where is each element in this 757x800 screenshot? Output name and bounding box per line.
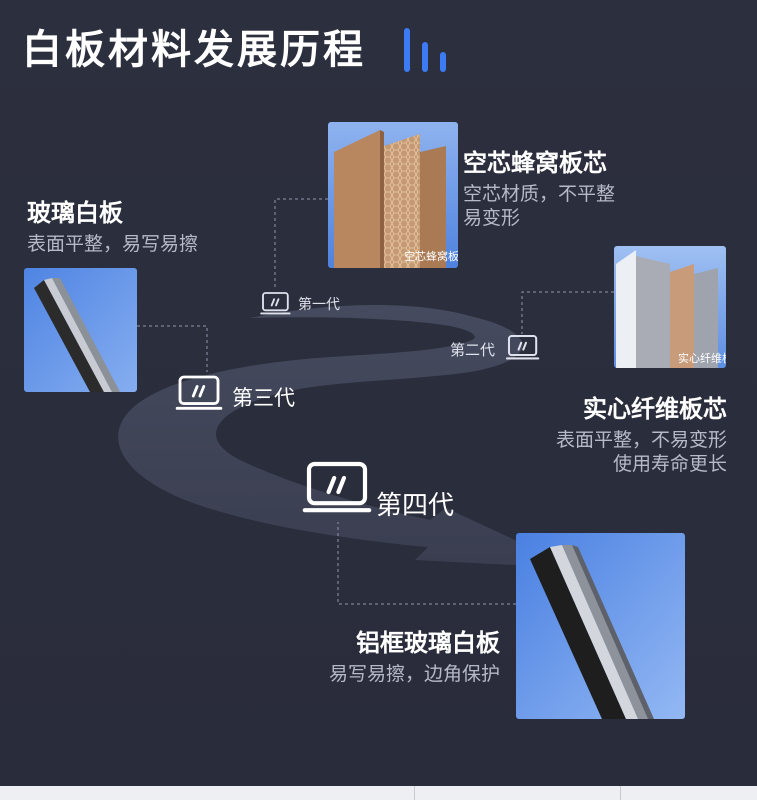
first-gen-desc-1: 空芯材质，不平整 xyxy=(463,183,616,205)
whiteboard-icon xyxy=(260,292,291,315)
honeycomb-board-image: 空芯蜂窝板 xyxy=(328,122,458,268)
bottom-strip xyxy=(0,786,757,800)
fiber-board-caption: 实心纤维板 xyxy=(678,352,726,365)
page-title: 白板材料发展历程 xyxy=(22,27,366,73)
whiteboard-icon xyxy=(175,375,223,410)
second-gen-title: 实心纤维板芯 xyxy=(583,395,727,423)
whiteboard-icon xyxy=(302,461,372,513)
second-gen-desc-2: 使用寿命更长 xyxy=(612,453,727,475)
second-gen-desc-1: 表面平整，不易变形 xyxy=(555,429,727,451)
first-gen-desc-2: 易变形 xyxy=(463,207,521,229)
gen-tag-third: 第三代 xyxy=(232,386,295,410)
glass-board-image xyxy=(24,268,137,392)
fourth-gen-title: 铝框玻璃白板 xyxy=(356,629,500,657)
honeycomb-board-caption: 空芯蜂窝板 xyxy=(404,250,458,263)
connector-lines xyxy=(137,198,614,605)
aluminum-glass-board-image xyxy=(516,533,685,719)
whiteboard-icon xyxy=(505,334,540,360)
third-gen-title: 玻璃白板 xyxy=(27,199,123,227)
gen-tag-second: 第二代 xyxy=(450,341,496,359)
first-gen-title: 空芯蜂窝板芯 xyxy=(463,149,607,177)
fiber-board-image: 实心纤维板 xyxy=(614,246,726,368)
third-gen-desc-1: 表面平整，易写易擦 xyxy=(27,233,199,255)
timeline-arrow xyxy=(118,305,575,568)
fourth-gen-desc-1: 易写易擦，边角保护 xyxy=(328,663,500,685)
title-bars-icon xyxy=(402,28,450,72)
gen-tag-fourth: 第四代 xyxy=(376,491,455,521)
gen-tag-first: 第一代 xyxy=(298,297,340,313)
